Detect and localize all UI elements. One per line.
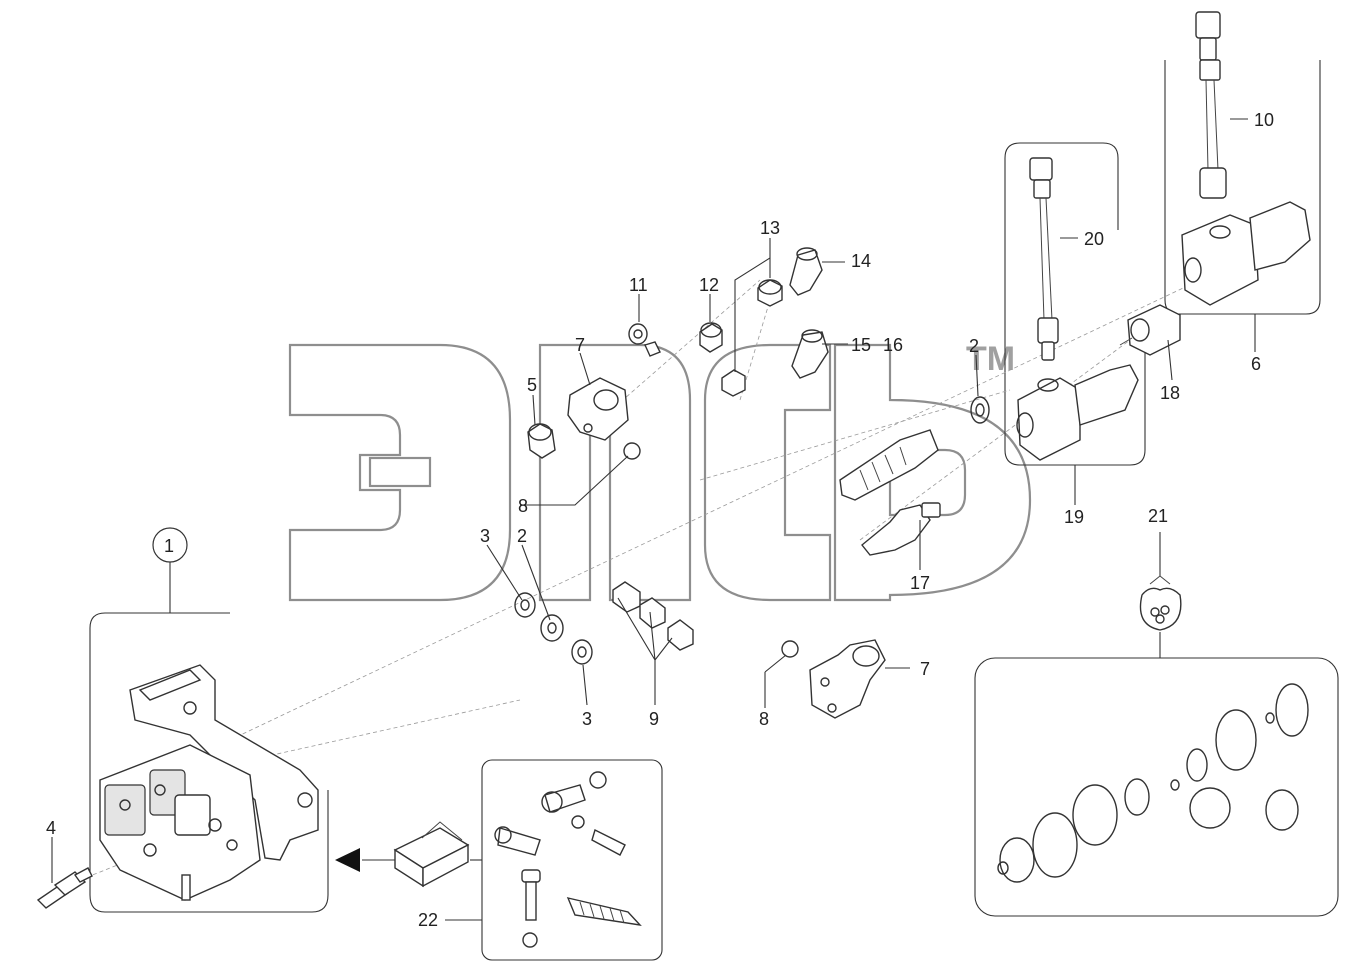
wire-harness-10 [1195,11,1227,199]
washer-right [970,396,990,424]
callout-16: 16 [883,335,903,355]
direction-arrow-icon [335,848,360,872]
solenoid-valve-6 [1181,201,1311,306]
hardware-kit-contents [494,771,642,948]
plug-part-12 [699,322,723,353]
group-frame-1 [89,612,329,913]
callout-labels: 1 2 2 3 3 4 5 6 7 7 8 8 9 10 11 12 13 14… [46,110,1274,930]
callout-12: 12 [699,275,719,295]
cartridge-valve [839,429,939,501]
callout-2: 2 [969,336,979,356]
o-ring-upper [623,442,641,460]
callout-8: 8 [518,496,528,516]
o-ring-lower [781,640,799,658]
callout-8: 8 [759,709,769,729]
watermark-logo [288,343,1032,602]
callout-10: 10 [1254,110,1274,130]
elbow-fitting-lower [809,639,886,719]
callout-9: 9 [649,709,659,729]
leader-lines [169,118,1256,921]
group-frame-6 [1164,60,1321,315]
washer-set [514,592,593,665]
fitting-part-11 [628,323,661,357]
callout-22: 22 [418,910,438,930]
callout-13: 13 [760,218,780,238]
callout-19: 19 [1064,507,1084,527]
callout-2: 2 [517,526,527,546]
cartridge-part-14 [789,247,823,296]
callout-7: 7 [575,335,585,355]
wire-harness-20 [1029,157,1059,361]
sensor-part-17 [861,502,941,556]
flange-fitting-upper [567,377,629,441]
callout-18: 18 [1160,383,1180,403]
fitting-part-4 [36,837,93,909]
watermark-trademark: TM [966,340,1015,378]
hardware-kit-box [393,821,470,888]
seal-kit-rings [997,683,1309,883]
plug-part-13 [721,279,783,397]
solenoid-valve-19 [1016,364,1139,461]
callout-6: 6 [1251,354,1261,374]
callout-circle-1 [152,527,188,563]
plug-part-5 [527,423,556,459]
group-frame-21 [974,657,1339,917]
callout-20: 20 [1084,229,1104,249]
callout-5: 5 [527,375,537,395]
callout-4: 4 [46,818,56,838]
seal-kit-bag [1139,575,1182,631]
callout-14: 14 [851,251,871,271]
callout-17: 17 [910,573,930,593]
callout-15: 15 [851,335,871,355]
callout-11: 11 [629,275,648,295]
group-frame-19 [1004,142,1146,466]
callout-7: 7 [920,659,930,679]
valve-block-assembly [99,664,319,901]
cartridge-part-15 [791,329,829,379]
callout-3: 3 [582,709,592,729]
callout-21: 21 [1148,506,1168,526]
coil-part-18 [1119,304,1181,356]
callout-1: 1 [164,536,174,556]
plug-set-9 [612,581,694,651]
callout-3: 3 [480,526,490,546]
